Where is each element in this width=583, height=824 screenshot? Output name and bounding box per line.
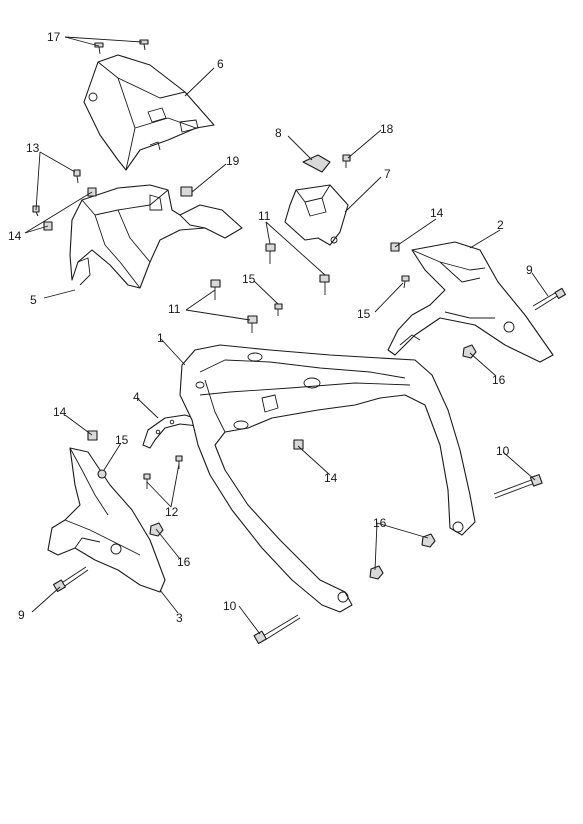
screw-17-a	[94, 42, 104, 55]
callout-8: 8	[275, 126, 282, 140]
bolt-9-left	[52, 566, 89, 593]
screw-13-a	[73, 169, 81, 184]
screw-15-c	[97, 469, 107, 479]
callout-17: 17	[47, 30, 61, 44]
spire-clip-19	[180, 186, 193, 197]
bolt-9-right	[532, 287, 567, 311]
callout-14-d: 14	[324, 471, 338, 485]
callout-15-a: 15	[242, 272, 256, 286]
callout-13: 13	[26, 141, 40, 155]
callout-4: 4	[133, 390, 140, 404]
bolt-11-a	[265, 243, 276, 264]
clip-nut-14-d	[87, 430, 98, 441]
callout-11-a: 11	[258, 209, 271, 223]
part-3-left-panel	[47, 447, 166, 593]
part-6-upper-cover	[83, 54, 215, 171]
callout-labels: 17 6 13 14 5 19 8 18 7 11 14 2 9 15 11 1…	[8, 30, 533, 625]
nut-16-d	[369, 565, 384, 580]
part-4-strap	[142, 414, 201, 449]
clip-nut-14-e	[293, 439, 304, 450]
callout-19: 19	[226, 154, 240, 168]
callout-14-a: 14	[8, 229, 22, 243]
part-2-right-panel	[387, 241, 554, 363]
callout-15-b: 15	[357, 307, 371, 321]
part-5-lower-cover	[69, 184, 243, 289]
part-8-clip	[302, 154, 331, 173]
part-1-grab-rail	[179, 344, 476, 613]
callout-1: 1	[157, 331, 164, 345]
callout-2: 2	[497, 218, 504, 232]
callout-6: 6	[217, 57, 224, 71]
bolt-10-right	[493, 474, 543, 499]
nut-16-a	[462, 344, 477, 359]
screw-12-a	[143, 473, 151, 489]
callout-9-b: 9	[18, 608, 25, 622]
callout-14-c: 14	[53, 405, 67, 419]
bolt-10-bottom	[253, 614, 301, 645]
callout-10-a: 10	[496, 444, 510, 458]
callout-3: 3	[176, 611, 183, 625]
callout-16-b: 16	[373, 516, 387, 530]
leader-lines	[24, 36, 549, 635]
callout-10-b: 10	[223, 599, 237, 613]
callout-7: 7	[384, 167, 391, 181]
bolt-11-c	[210, 279, 221, 300]
screw-15-b	[401, 275, 410, 289]
callout-18: 18	[380, 122, 394, 136]
callout-11-b: 11	[168, 302, 181, 316]
nut-16-c	[421, 533, 436, 548]
part-7-bracket	[284, 184, 349, 246]
callout-16-a: 16	[492, 373, 506, 387]
bolt-11-d	[247, 315, 258, 333]
screw-12-b	[175, 455, 183, 469]
callout-15-c: 15	[115, 433, 129, 447]
callout-14-b: 14	[430, 206, 444, 220]
screw-15-a	[274, 303, 283, 316]
callout-5: 5	[30, 293, 37, 307]
screw-18	[342, 154, 351, 168]
callout-9-a: 9	[526, 263, 533, 277]
bolt-11-b	[319, 274, 330, 295]
callout-16-c: 16	[177, 555, 191, 569]
callout-12: 12	[165, 505, 179, 519]
